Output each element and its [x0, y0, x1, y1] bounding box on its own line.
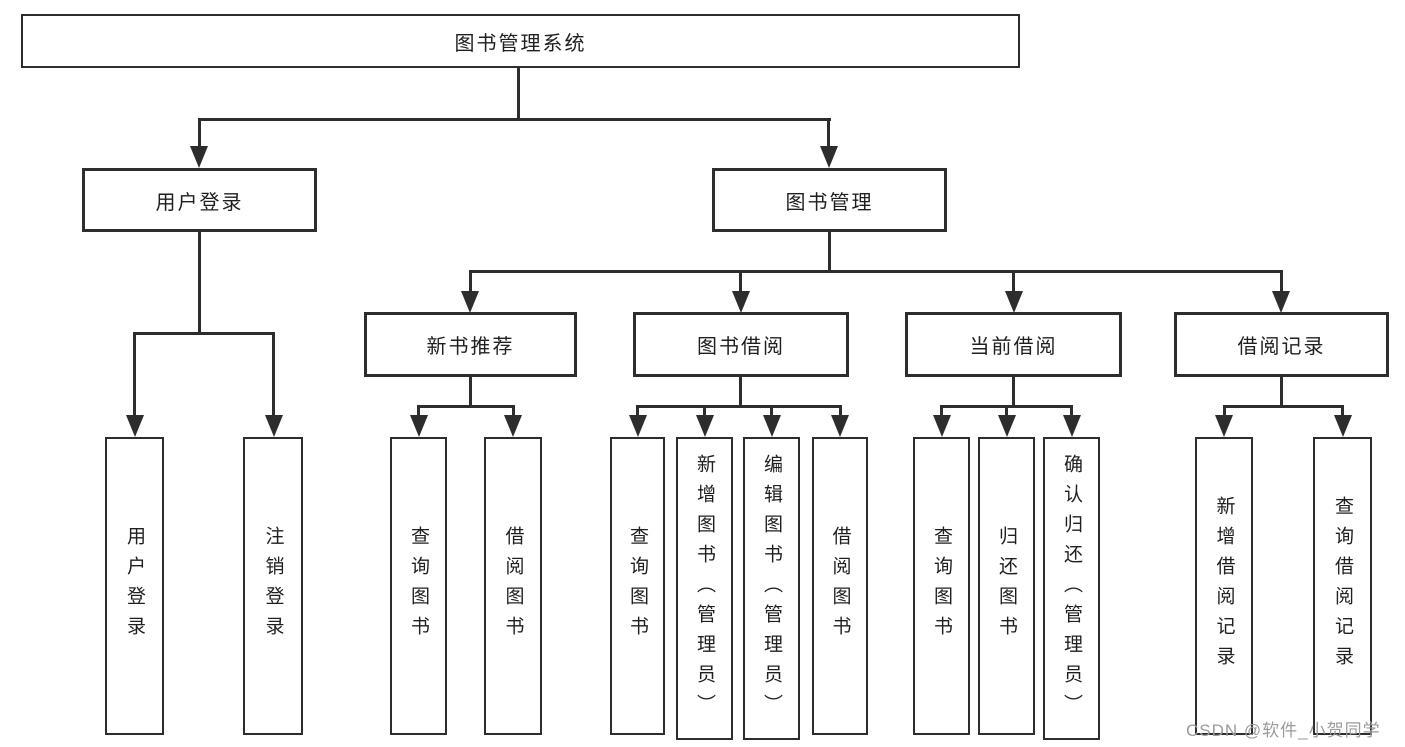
connector-line: [198, 118, 831, 121]
connector-line: [827, 118, 830, 148]
arrow-down-icon: [265, 415, 283, 437]
node-label: 用户登录: [155, 191, 244, 214]
leaf-query-books-recommend: 查询图书: [390, 437, 447, 735]
node-book-management-system: 图书管理系统: [21, 14, 1020, 68]
node-book-borrow: 图书借阅: [633, 312, 849, 377]
leaf-add-books-admin: 新增图书（管理员）: [676, 437, 733, 740]
leaf-query-books-current: 查询图书: [913, 437, 970, 735]
connector-line: [512, 405, 515, 417]
node-borrow-records: 借阅记录: [1174, 312, 1389, 377]
connector-line: [517, 68, 520, 118]
connector-line: [940, 405, 943, 417]
connector-line: [739, 270, 742, 293]
arrow-down-icon: [1334, 415, 1352, 437]
connector-line: [1070, 405, 1073, 417]
csdn-watermark: CSDN @软件_小贺同学: [1186, 721, 1381, 740]
arrow-down-icon: [1005, 291, 1023, 313]
arrow-down-icon: [696, 415, 714, 437]
connector-line: [636, 405, 842, 408]
arrow-down-icon: [1215, 415, 1233, 437]
arrow-down-icon: [629, 415, 647, 437]
leaf-add-borrow-record: 新增借阅记录: [1195, 437, 1253, 735]
connector-line: [1012, 377, 1015, 405]
leaf-user-login: 用户登录: [105, 437, 164, 735]
arrow-down-icon: [998, 415, 1016, 437]
connector-line: [1280, 377, 1283, 405]
leaf-label: 注销登录: [262, 526, 284, 646]
connector-line: [1012, 270, 1015, 293]
leaf-label: 编辑图书（管理员）: [761, 453, 782, 724]
leaf-label: 借阅图书: [502, 526, 524, 646]
leaf-label: 借阅图书: [829, 526, 851, 646]
leaf-label: 查询图书: [408, 526, 429, 646]
connector-line: [839, 405, 842, 417]
node-new-book-recommend: 新书推荐: [364, 312, 577, 377]
leaf-label: 查询图书: [627, 526, 648, 646]
connector-line: [417, 405, 515, 408]
node-label: 新书推荐: [426, 336, 515, 358]
arrow-down-icon: [763, 415, 781, 437]
node-user-login: 用户登录: [82, 168, 317, 232]
leaf-confirm-return-admin: 确认归还（管理员）: [1043, 437, 1100, 740]
arrow-down-icon: [732, 291, 750, 313]
arrow-down-icon: [461, 291, 479, 313]
leaf-edit-books-admin: 编辑图书（管理员）: [743, 437, 800, 740]
connector-line: [1280, 270, 1283, 293]
node-label: 图书借阅: [697, 336, 785, 358]
leaf-label: 新增借阅记录: [1213, 496, 1235, 676]
node-book-management: 图书管理: [712, 168, 947, 232]
leaf-label: 新增图书（管理员）: [694, 453, 715, 724]
node-label: 图书管理系统: [454, 32, 587, 55]
arrow-down-icon: [126, 415, 144, 437]
connector-line: [1005, 405, 1008, 417]
arrow-down-icon: [1063, 415, 1081, 437]
connector-line: [133, 332, 275, 335]
arrow-down-icon: [410, 415, 428, 437]
connector-line: [198, 118, 201, 148]
connector-line: [272, 332, 275, 417]
connector-line: [469, 270, 472, 293]
leaf-label: 确认归还（管理员）: [1061, 453, 1082, 724]
connector-line: [1223, 405, 1226, 417]
connector-line: [770, 405, 773, 417]
arrow-down-icon: [1272, 291, 1290, 313]
connector-line: [133, 332, 136, 417]
connector-line: [739, 377, 742, 405]
leaf-label: 查询借阅记录: [1332, 496, 1353, 676]
connector-line: [703, 405, 706, 417]
connector-line: [828, 232, 831, 270]
leaf-query-books-borrow: 查询图书: [610, 437, 665, 735]
connector-line: [1223, 405, 1344, 408]
leaf-label: 归还图书: [996, 526, 1017, 646]
node-label: 图书管理: [785, 191, 874, 214]
connector-line: [198, 232, 201, 332]
connector-line: [469, 270, 1283, 273]
node-label: 借阅记录: [1237, 336, 1326, 358]
connector-line: [417, 405, 420, 417]
arrow-down-icon: [504, 415, 522, 437]
leaf-label: 用户登录: [124, 526, 145, 646]
leaf-logout: 注销登录: [243, 437, 303, 735]
connector-line: [1341, 405, 1344, 417]
node-label: 当前借阅: [969, 336, 1058, 358]
connector-line: [636, 405, 639, 417]
arrow-down-icon: [831, 415, 849, 437]
arrow-down-icon: [933, 415, 951, 437]
arrow-down-icon: [820, 146, 838, 168]
leaf-query-borrow-record: 查询借阅记录: [1313, 437, 1372, 735]
leaf-return-books: 归还图书: [978, 437, 1035, 735]
arrow-down-icon: [190, 146, 208, 168]
leaf-borrow-books-recommend: 借阅图书: [484, 437, 542, 735]
connector-line: [469, 377, 472, 405]
node-current-borrow: 当前借阅: [905, 312, 1122, 377]
leaf-label: 查询图书: [931, 526, 952, 646]
leaf-borrow-books: 借阅图书: [812, 437, 868, 735]
